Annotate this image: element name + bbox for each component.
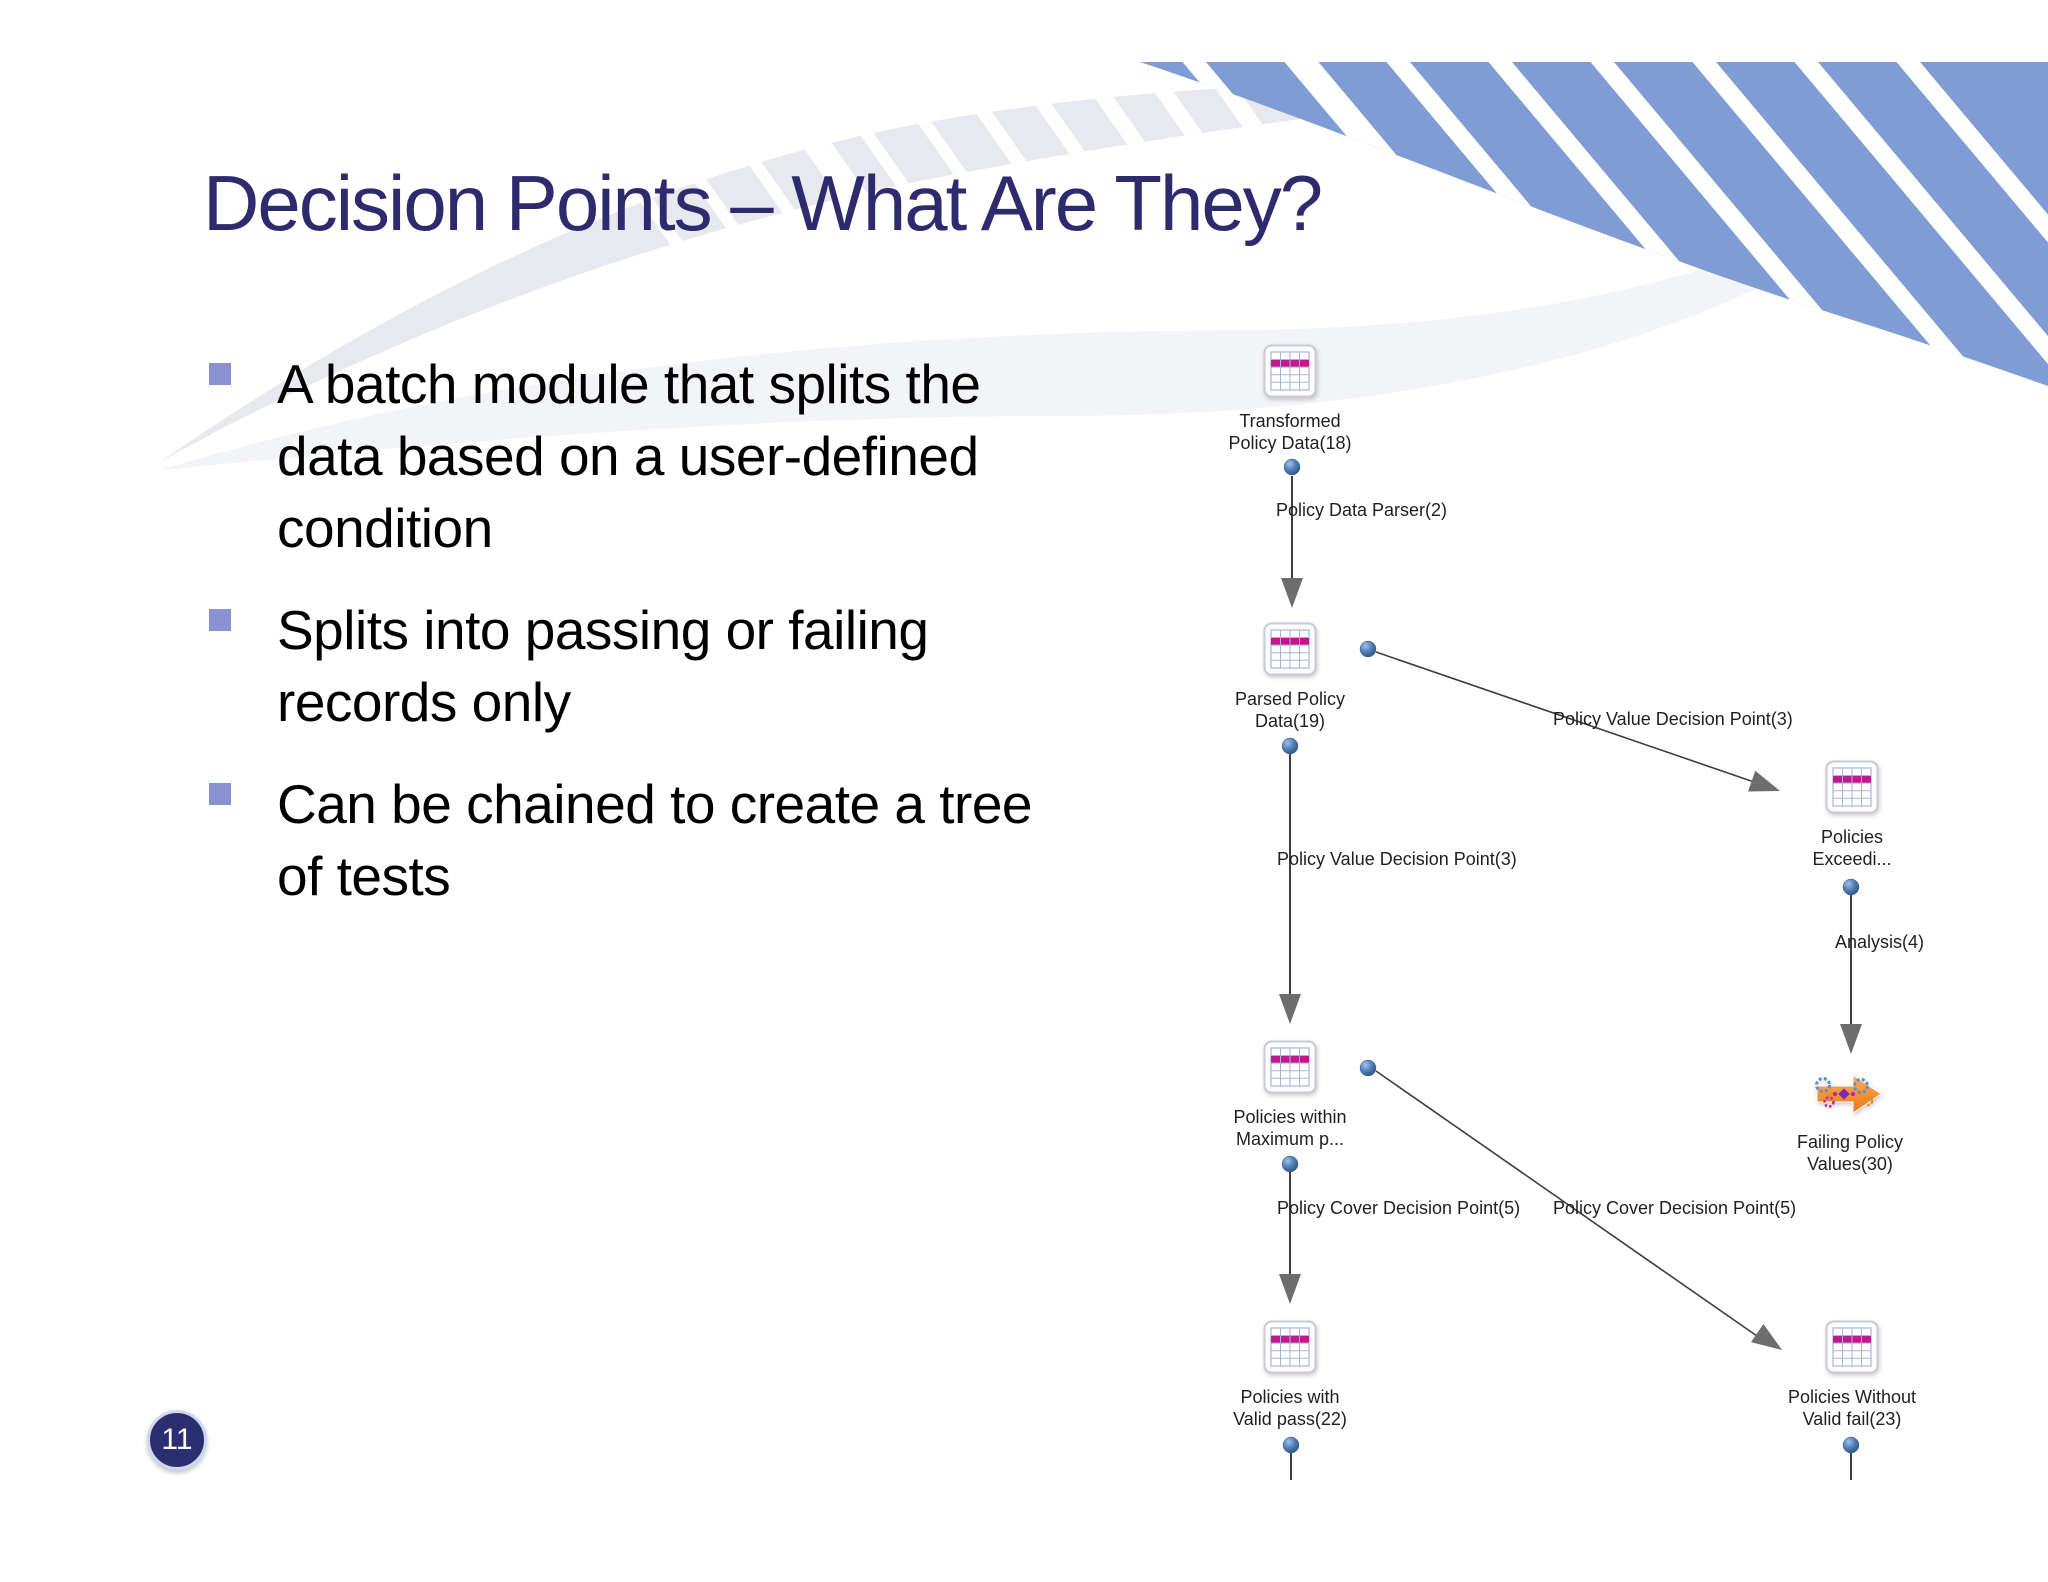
edge-label-policy-cover-decision-point-diagonal: Policy Cover Decision Point(5) — [1553, 1198, 1797, 1218]
square-bullet-icon — [209, 783, 231, 805]
diagram-node-policies-with-valid-pass: Policies with Valid pass(22) — [1200, 1320, 1380, 1430]
bullet-list: A batch module that splits the data base… — [209, 348, 1249, 942]
node-label: Policies Without Valid fail(23) — [1787, 1387, 1917, 1429]
diagram-node-policies-within-maximum: Policies within Maximum p... — [1200, 1040, 1380, 1150]
table-icon — [1263, 344, 1317, 403]
square-bullet-icon — [209, 363, 231, 385]
bullet-text: Splits into passing or failing records o… — [277, 599, 929, 733]
node-label: Policies with Valid pass(22) — [1233, 1387, 1347, 1429]
diagram-node-policies-without-valid-fail: Policies Without Valid fail(23) — [1762, 1320, 1942, 1430]
node-label: Transformed Policy Data(18) — [1228, 411, 1352, 453]
node-label: Policies Exceedi... — [1812, 827, 1892, 869]
process-arrow-icon — [1813, 1069, 1887, 1124]
node-label: Failing Policy Values(30) — [1796, 1132, 1904, 1174]
bullet-item: Can be chained to create a tree of tests — [209, 768, 1249, 912]
connector-ports — [1281, 458, 1860, 1454]
page-number-badge: 11 — [147, 1410, 207, 1470]
edge-label-policy-value-decision-point-vertical: Policy Value Decision Point(3) — [1277, 849, 1517, 869]
bullet-item: A batch module that splits the data base… — [209, 348, 1249, 564]
table-icon — [1263, 622, 1317, 681]
diagram-node-failing-policy-values: Failing Policy Values(30) — [1760, 1069, 1940, 1175]
diagram-node-parsed-policy-data: Parsed Policy Data(19) — [1200, 622, 1380, 732]
table-icon — [1263, 1320, 1317, 1379]
bullet-text: Can be chained to create a tree of tests — [277, 773, 1033, 907]
page-title: Decision Points – What Are They? — [203, 159, 1323, 247]
diagram-node-policies-exceeding: Policies Exceedi... — [1762, 760, 1942, 870]
square-bullet-icon — [209, 609, 231, 631]
bullet-text: A batch module that splits the data base… — [277, 353, 981, 559]
node-label: Policies within Maximum p... — [1233, 1107, 1347, 1149]
edge-label-analysis: Analysis(4) — [1835, 932, 1925, 952]
table-icon — [1263, 1040, 1317, 1099]
bullet-item: Splits into passing or failing records o… — [209, 594, 1249, 738]
edge-label-policy-cover-decision-point-vertical: Policy Cover Decision Point(5) — [1277, 1198, 1521, 1218]
edge-label-policy-value-decision-point-diagonal: Policy Value Decision Point(3) — [1553, 709, 1793, 729]
diagram-node-transformed-policy-data: Transformed Policy Data(18) — [1200, 344, 1380, 454]
table-icon — [1825, 1320, 1879, 1379]
table-icon — [1825, 760, 1879, 819]
node-label: Parsed Policy Data(19) — [1234, 689, 1346, 731]
edge-label-policy-data-parser: Policy Data Parser(2) — [1276, 500, 1448, 520]
